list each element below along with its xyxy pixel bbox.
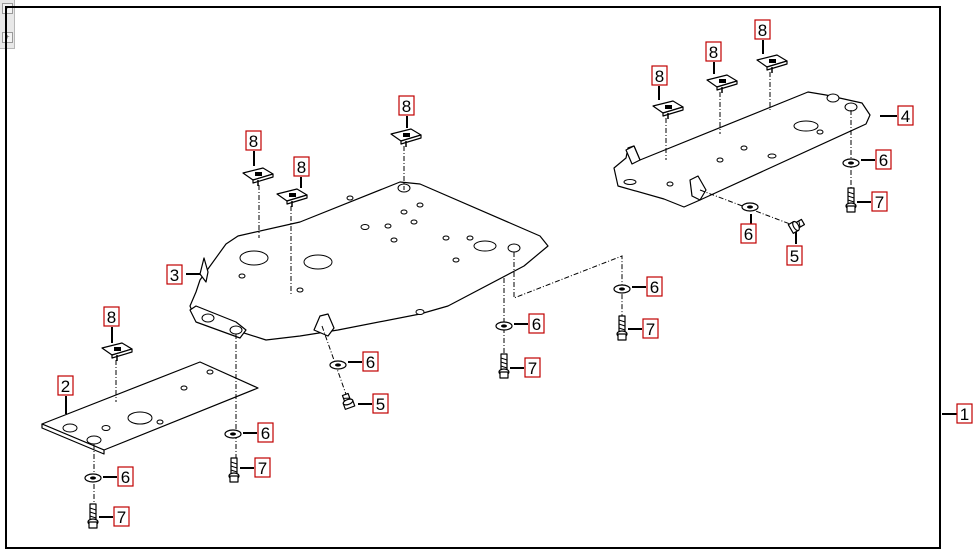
callout-6-label: 6	[261, 424, 270, 443]
callout-8-label: 8	[655, 67, 664, 86]
viewer-toolbar-handle[interactable]: · +	[0, 0, 15, 49]
long-bolt-part	[616, 315, 628, 341]
callout-6-c: 6	[646, 276, 663, 297]
callout-4-label: 4	[901, 107, 910, 126]
callout-7-a: 7	[871, 191, 888, 212]
long-bolt-part	[845, 187, 857, 213]
callout-7-label: 7	[646, 320, 655, 339]
short-bolt-part	[787, 217, 807, 234]
callout-3-label: 3	[170, 266, 179, 285]
callout-5-label: 5	[790, 247, 799, 266]
callout-6-b: 6	[740, 223, 757, 244]
callout-7-b: 7	[642, 318, 659, 339]
callout-8-b: 8	[705, 41, 722, 62]
washer-part	[613, 284, 631, 294]
clip-part	[652, 100, 684, 120]
callout-8-label: 8	[107, 308, 116, 327]
rear-skid-plate	[613, 91, 871, 208]
callout-8-f: 8	[293, 156, 310, 177]
long-bolt-part	[87, 503, 99, 529]
callout-8-label: 8	[758, 21, 767, 40]
callout-5-b: 5	[372, 393, 389, 414]
callout-7-e: 7	[113, 506, 130, 527]
assembly-lines	[93, 72, 852, 508]
leader-lines	[65, 40, 957, 518]
callout-7-label: 7	[875, 193, 884, 212]
callout-6-label: 6	[744, 225, 753, 244]
washer-part	[84, 473, 102, 483]
callout-1: 1	[956, 403, 973, 424]
callout-7-label: 7	[528, 359, 537, 378]
washer-part	[495, 321, 513, 331]
callout-5-a: 5	[786, 245, 803, 266]
callout-3: 3	[166, 264, 183, 285]
long-bolt-part	[228, 457, 240, 483]
callout-6-label: 6	[879, 151, 888, 170]
short-bolt-part	[339, 392, 356, 410]
washer-part	[842, 158, 860, 168]
callout-6-d: 6	[528, 313, 545, 334]
clip-part	[101, 342, 133, 362]
callout-7-c: 7	[524, 357, 541, 378]
clip-part	[390, 128, 422, 148]
callout-2-label: 2	[61, 377, 70, 396]
clip-part	[756, 54, 788, 74]
toolbar-handle-icon[interactable]: ·	[2, 3, 13, 14]
front-skid-plate	[41, 361, 259, 455]
callout-7-d: 7	[254, 457, 271, 478]
callout-6-label: 6	[650, 278, 659, 297]
washer-part	[329, 360, 347, 370]
callout-8-g: 8	[103, 306, 120, 327]
callout-6-label: 6	[121, 468, 130, 487]
diagram-frame	[5, 6, 941, 549]
long-bolt-part	[498, 353, 510, 379]
clip-part	[242, 167, 274, 187]
callout-8-label: 8	[709, 43, 718, 62]
callout-8-a: 8	[651, 65, 668, 86]
clip-part	[276, 188, 308, 208]
main-skid-plate	[189, 181, 549, 341]
callout-5-label: 5	[376, 395, 385, 414]
callout-6-label: 6	[366, 353, 375, 372]
washer-part	[741, 202, 759, 212]
callout-6-g: 6	[117, 466, 134, 487]
callout-2: 2	[57, 375, 74, 396]
callout-6-label: 6	[532, 315, 541, 334]
callout-7-label: 7	[117, 508, 126, 527]
clip-part	[706, 74, 738, 94]
callout-8-label: 8	[297, 158, 306, 177]
expand-icon[interactable]: +	[2, 32, 13, 43]
callout-6-e: 6	[362, 351, 379, 372]
callout-8-e: 8	[245, 130, 262, 151]
callout-6-a: 6	[875, 149, 892, 170]
washer-part	[224, 429, 242, 439]
callout-8-d: 8	[398, 95, 415, 116]
callout-8-label: 8	[402, 97, 411, 116]
callout-6-f: 6	[257, 422, 274, 443]
callout-8-label: 8	[249, 132, 258, 151]
callout-8-c: 8	[754, 19, 771, 40]
callout-4: 4	[897, 105, 914, 126]
callout-7-label: 7	[258, 459, 267, 478]
callout-1-label: 1	[960, 405, 969, 424]
